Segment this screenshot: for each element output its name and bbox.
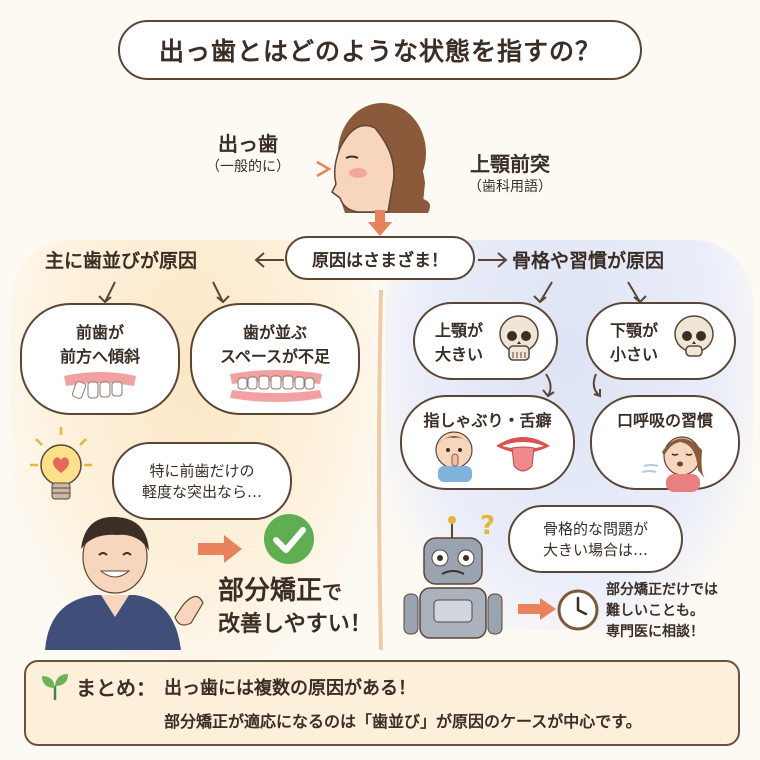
check-circle-icon bbox=[264, 514, 314, 564]
protrusion-arrows bbox=[316, 160, 332, 178]
speech-line: 骨格的な問題が bbox=[542, 520, 648, 538]
left-sub-arrows bbox=[98, 281, 230, 304]
page-title: 出っ歯とはどのような状態を指すの？ bbox=[118, 20, 642, 80]
woman-profile-illustration bbox=[331, 103, 431, 213]
child-thumb-sucking-illustration bbox=[435, 431, 473, 482]
partial-correction-text: 部分矯正 bbox=[218, 576, 323, 606]
result-particle: で bbox=[322, 580, 343, 604]
box-line: 上顎が bbox=[435, 321, 484, 340]
robot-result-arrow bbox=[518, 598, 556, 620]
speech-line: 特に前歯だけの bbox=[149, 462, 255, 480]
skull-icon bbox=[674, 315, 714, 357]
label-jogaku-sub: （歯科用語） bbox=[468, 179, 552, 195]
skull-icon bbox=[499, 315, 539, 361]
label-deppa-sub: （一般的に） bbox=[206, 159, 290, 175]
left-branch-heading: 主に歯並びが原因 bbox=[45, 250, 198, 272]
note-line: 専門医に相談！ bbox=[606, 624, 704, 640]
down-arrow bbox=[368, 210, 392, 236]
box-line: 小さい bbox=[610, 345, 659, 364]
cause-thumb-sucking-tongue-habit: 指しゃぶり・舌癖 bbox=[400, 395, 575, 490]
box-line: スペースが不足 bbox=[219, 347, 331, 366]
summary-line-1: 出っ歯には複数の原因がある！ bbox=[164, 678, 416, 699]
robot-speech-bubble: 骨格的な問題が大きい場合は… bbox=[508, 505, 683, 573]
center-divider bbox=[377, 290, 383, 650]
box-line: 前歯が bbox=[75, 323, 124, 342]
label-jogaku-zentotsu: 上顎前突 bbox=[470, 152, 550, 176]
center-cause-bubble: 原因はさまざま！ bbox=[285, 236, 475, 280]
right-lower-arrows bbox=[542, 373, 601, 398]
mouth-breathing-girl-illustration bbox=[641, 436, 706, 492]
right-branch-arrow bbox=[478, 252, 508, 268]
summary-box bbox=[24, 660, 740, 746]
left-branch-arrow bbox=[254, 252, 284, 268]
robot-illustration: ? bbox=[403, 512, 503, 639]
dentist-illustration bbox=[45, 516, 204, 650]
box-line: 前方へ傾斜 bbox=[59, 347, 140, 366]
speech-line: 大きい場合は… bbox=[542, 541, 648, 559]
right-branch-heading: 骨格や習慣が原因 bbox=[512, 250, 665, 272]
result-line-2: 改善しやすい！ bbox=[218, 612, 372, 637]
result-arrow bbox=[198, 535, 242, 563]
box-line: 下顎が bbox=[610, 321, 659, 340]
lightbulb-heart-icon bbox=[30, 427, 92, 500]
svg-text:?: ? bbox=[480, 512, 495, 541]
clock-icon bbox=[557, 589, 599, 631]
summary-line-2: 部分矯正が適応になるのは「歯並び」が原因のケースが中心です。 bbox=[164, 712, 642, 731]
label-deppa: 出っ歯 bbox=[218, 132, 278, 156]
summary-label: まとめ： bbox=[76, 676, 156, 700]
note-line: 難しいことも。 bbox=[606, 603, 704, 619]
cause-mouth-breathing-habit: 口呼吸の習慣 bbox=[590, 395, 740, 490]
crowded-teeth-illustration bbox=[230, 370, 322, 402]
box-line: 大きい bbox=[435, 345, 484, 364]
note-line: 部分矯正だけでは bbox=[606, 582, 718, 598]
speech-line: 軽度な突出なら… bbox=[141, 483, 262, 501]
result-line-1: 部分矯正で bbox=[218, 570, 383, 607]
tongue-mouth-illustration bbox=[496, 437, 550, 472]
doctor-speech-bubble: 特に前歯だけの軽度な突出なら… bbox=[112, 442, 292, 520]
tilted-teeth-illustration bbox=[64, 372, 136, 399]
box-line: 歯が並ぶ bbox=[242, 323, 307, 342]
robot-note: 部分矯正だけでは 難しいことも。 専門医に相談！ bbox=[606, 580, 756, 643]
cause-front-teeth-tilted: 前歯が前方へ傾斜 bbox=[20, 303, 180, 415]
sprout-icon bbox=[42, 674, 68, 700]
